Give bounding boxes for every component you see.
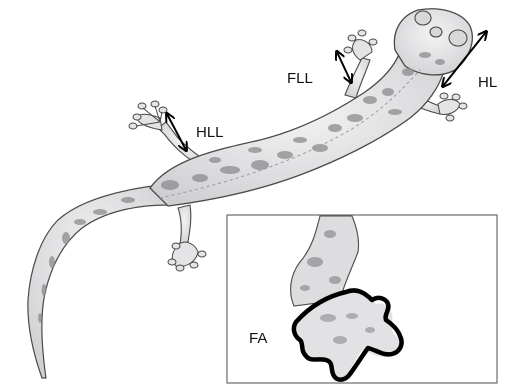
inset-panel: FA (227, 215, 497, 383)
fore-foot-upper (344, 30, 377, 60)
fore-foot-lower (438, 93, 467, 121)
hind-leg-lower (178, 205, 191, 244)
label-fa: FA (249, 330, 267, 347)
arrow-fll (337, 52, 351, 82)
label-hll: HLL (196, 124, 224, 141)
label-fll: FLL (287, 70, 313, 87)
hind-foot-upper (129, 101, 167, 130)
measure-fll: FLL (287, 52, 351, 87)
hind-foot-lower (168, 242, 206, 271)
label-hl: HL (478, 74, 497, 91)
